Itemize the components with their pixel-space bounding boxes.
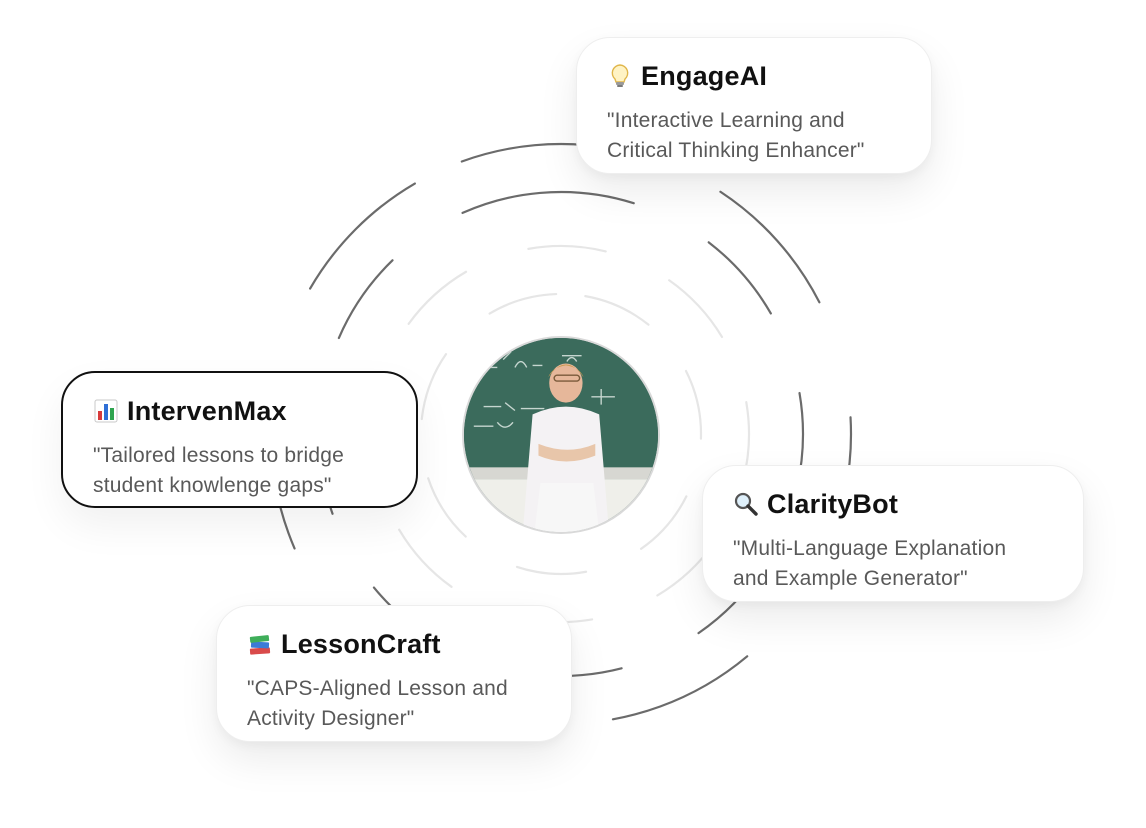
card-description: "Interactive Learning and Critical Think…: [607, 106, 901, 166]
card-title: ClarityBot: [767, 488, 899, 519]
card-description-line: student knowlenge gaps": [93, 474, 332, 497]
card-intervenmax[interactable]: IntervenMax "Tailored lessons to bridge …: [61, 371, 418, 508]
ring-third: [371, 244, 751, 624]
lightbulb-icon: [607, 63, 633, 89]
card-engageai[interactable]: EngageAI "Interactive Learning and Criti…: [576, 37, 932, 174]
card-lessoncraft[interactable]: LessonCraft "CAPS-Aligned Lesson and Act…: [216, 605, 572, 742]
teacher-photo: [462, 336, 660, 534]
card-description-line: "Multi-Language Explanation: [733, 537, 1007, 560]
card-description-line: Activity Designer": [247, 707, 415, 730]
ring-fourth: [419, 292, 703, 576]
card-description-line: "Interactive Learning and: [607, 109, 845, 132]
card-description: "Tailored lessons to bridge student know…: [93, 441, 386, 501]
card-description-line: "CAPS-Aligned Lesson and: [247, 677, 508, 700]
card-claritybot[interactable]: ClarityBot "Multi-Language Explanation a…: [702, 465, 1084, 602]
card-description: "Multi-Language Explanation and Example …: [733, 534, 1053, 594]
teacher-photo-image: [464, 338, 658, 532]
card-description: "CAPS-Aligned Lesson and Activity Design…: [247, 674, 541, 734]
card-title: IntervenMax: [127, 395, 287, 426]
card-description-line: and Example Generator": [733, 567, 968, 590]
card-description-line: "Tailored lessons to bridge: [93, 444, 344, 467]
magnifier-icon: [733, 491, 759, 517]
card-title: EngageAI: [641, 60, 768, 91]
bar-chart-icon: [93, 398, 119, 424]
ring-outer: [269, 142, 853, 726]
card-title: LessonCraft: [281, 628, 441, 659]
card-description-line: Critical Thinking Enhancer": [607, 139, 865, 162]
books-icon: [247, 631, 273, 657]
